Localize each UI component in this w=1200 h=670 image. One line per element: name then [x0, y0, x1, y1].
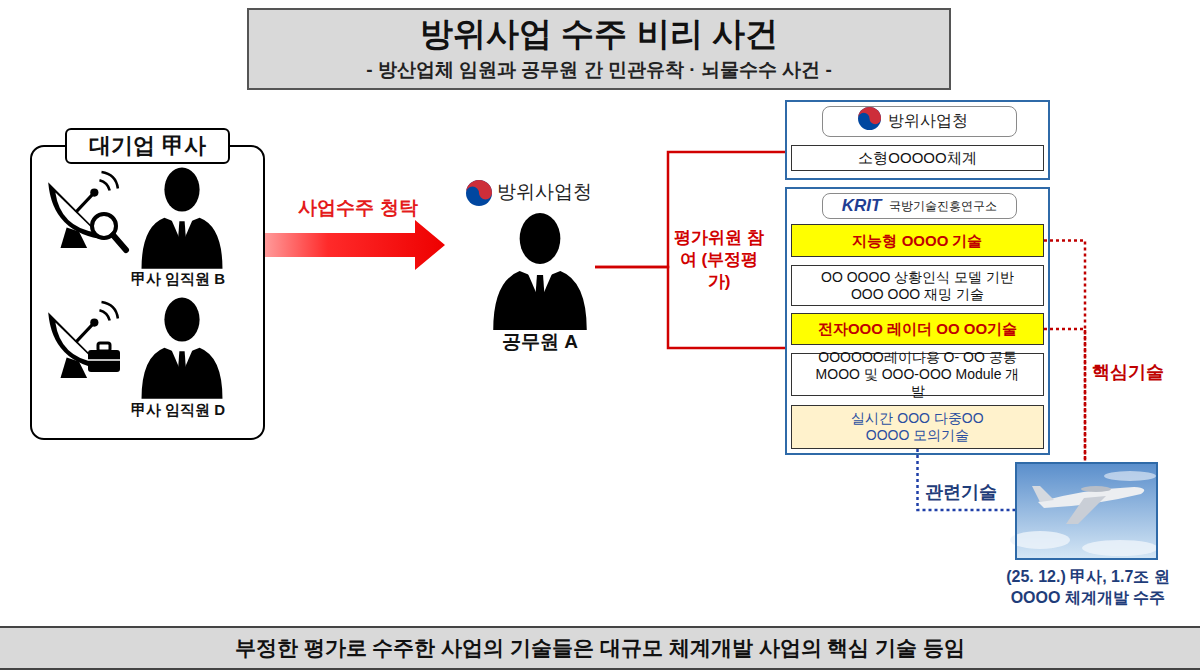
- header-tab: KRIT 국방기술진흥연구소: [822, 193, 1017, 219]
- person-silhouette: [142, 168, 223, 269]
- person-name: 공무원 A: [465, 330, 615, 354]
- tech-box: OO OOOO 상황인식 모델 기반 OOO OOO 재밍 기술: [791, 265, 1044, 306]
- aircraft-photo: [1010, 464, 1158, 558]
- agency-name: 방위사업청: [497, 181, 592, 203]
- edge-label: 핵심기술: [1092, 361, 1182, 383]
- briefcase-icon: [88, 343, 120, 372]
- institute-group-box: KRIT 국방기술진흥연구소지능형 OOOO 기술 OO OOOO 상황인식 모델 …: [785, 187, 1050, 455]
- subtitle: - 방산업체 임원과 공무원 간 민관유착 · 뇌물수수 사건 -: [249, 58, 949, 82]
- radar-dish-icon: [48, 172, 118, 248]
- agency-logo: [466, 180, 492, 206]
- tech-text: OOOOOO레이다용 O- OO 공통 MOOO 및 OOO-OOO Modul…: [792, 349, 1043, 400]
- title-box: 방위사업 수주 비리 사건 - 방산업체 임원과 공무원 간 민관유착 · 뇌물수…: [247, 8, 951, 90]
- magnifier-icon: [92, 214, 126, 250]
- related-tech-box: 실시간 OOO 다중OO OOOO 모의기술: [791, 405, 1044, 449]
- person-label: 甲사 임직원 B: [108, 270, 248, 288]
- person-label: 甲사 임직원 D: [108, 401, 248, 419]
- agency-group-box: 방위사업청소형OOOOO체계: [785, 100, 1050, 180]
- project-text: 소형OOOOO체계: [858, 149, 976, 167]
- request-arrow: [265, 220, 445, 270]
- person-silhouette: [142, 298, 223, 399]
- group-heading: 국방기술진흥연구소: [889, 199, 997, 213]
- connector-line: [595, 152, 785, 267]
- person-silhouette: [493, 213, 587, 330]
- caption-text: 부정한 평가로 수주한 사업의 기술들은 대규모 체계개발 사업의 핵심 기술 …: [0, 628, 1200, 668]
- tech-text: 전자OOO 레이더 OO OO기술: [818, 320, 1017, 338]
- core-tech-box: 지능형 OOOO 기술: [791, 224, 1044, 257]
- dotted-connector: [1044, 241, 1085, 463]
- radar-dish-icon: [48, 302, 118, 378]
- contract-note: (25. 12.) 甲사, 1.7조 원 OOOO 체계개발 수주: [988, 566, 1188, 608]
- core-tech-box: 전자OOO 레이더 OO OO기술: [791, 313, 1044, 345]
- group-heading: 방위사업청: [823, 107, 1016, 135]
- header-tab: 방위사업청: [822, 106, 1017, 137]
- edge-label: 관련기술: [925, 481, 1015, 503]
- project-box: 소형OOOOO체계: [791, 145, 1044, 171]
- group-heading: 대기업 甲사: [65, 128, 230, 164]
- caption-band: 부정한 평가로 수주한 사업의 기술들은 대규모 체계개발 사업의 핵심 기술 …: [0, 626, 1200, 670]
- dotted-connector: [1044, 329, 1085, 462]
- aircraft-image-box: (25. 12.) 甲사, 1.7조 원 OOOO 체계개발 수주: [1015, 462, 1158, 560]
- diagram-title: 방위사업 수주 비리 사건: [249, 14, 949, 54]
- company-group-box: 대기업 甲사: [30, 145, 265, 440]
- edge-label: 사업수주 청탁: [283, 197, 433, 219]
- tech-text: 실시간 OOO 다중OO OOOO 모의기술: [792, 410, 1043, 444]
- tech-text: OO OOOO 상황인식 모델 기반 OOO OOO 재밍 기술: [792, 269, 1043, 303]
- logo-text: KRIT: [842, 196, 882, 216]
- tech-box: OOOOOO레이다용 O- OO 공통 MOOO 및 OOO-OOO Modul…: [791, 353, 1044, 396]
- official-figure: 방위사업청공무원 A: [445, 172, 595, 357]
- connector-line: [595, 267, 785, 348]
- dotted-connector: [918, 449, 1016, 510]
- edge-label: 평가위원 참여 (부정평가): [674, 227, 764, 293]
- tech-text: 지능형 OOOO 기술: [852, 232, 982, 250]
